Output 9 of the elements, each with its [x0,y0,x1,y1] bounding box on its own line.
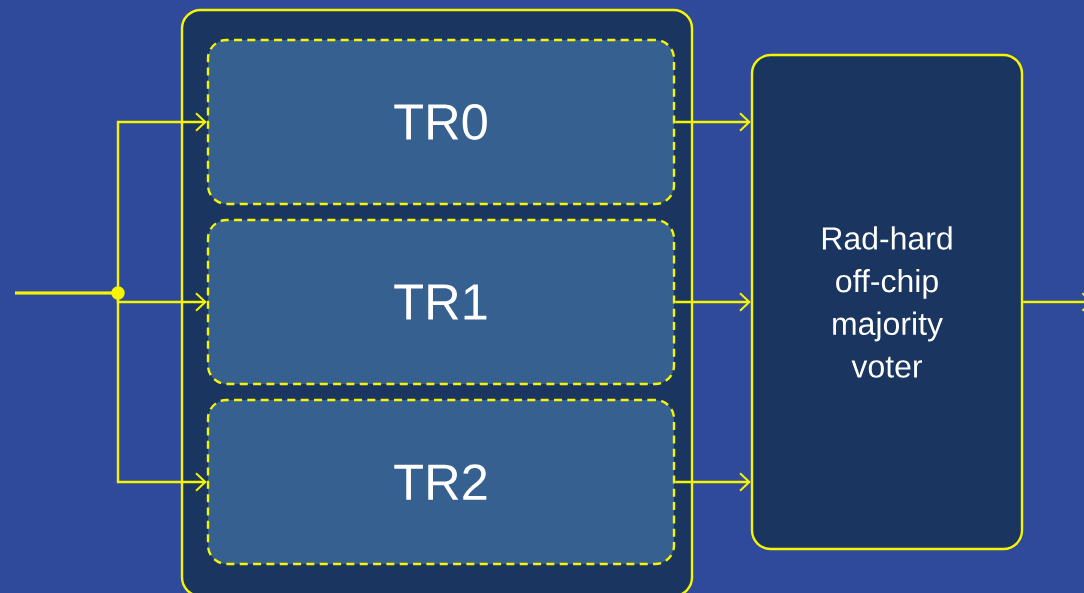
process-box: TR0 [206,38,676,206]
arrow [1023,292,1084,312]
arrow [675,292,751,312]
voter-box: Rad-hard off-chip majority voter [750,53,1024,551]
arrow [675,112,751,132]
arrow [675,472,751,492]
process-box: TR2 [206,398,676,566]
arrow [15,291,207,492]
process-box: TR1 [206,218,676,386]
